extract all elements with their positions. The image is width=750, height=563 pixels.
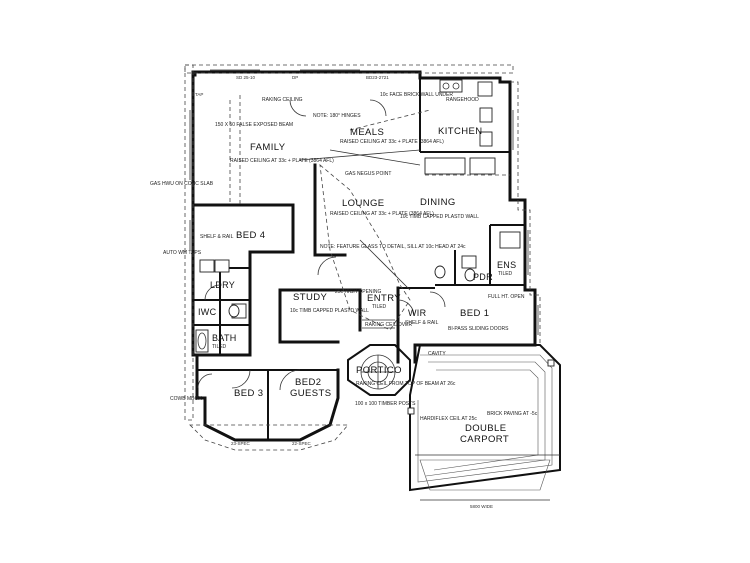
room-bed3: BED 3 — [234, 388, 263, 399]
note-rangehood: RANGEHOOD — [446, 97, 479, 103]
note-bd-top: BD23-2721 — [366, 75, 389, 80]
carport — [407, 344, 561, 501]
note-study-opening: 25c HIGH OPENING — [335, 289, 382, 295]
note-gas-hwu: GAS HWU ON CONC SLAB — [150, 181, 214, 187]
room-study: STUDY — [293, 292, 327, 303]
note-face-brick: 10c FACE BRICK WALL UNDER — [380, 92, 453, 98]
room-pdr: PDR — [473, 272, 493, 282]
room-meals: MEALS — [350, 127, 384, 138]
note-timb-capped: 10c TIMB CAPPED PLASTD WALL — [400, 214, 479, 220]
note-entry-tiled: TILED — [372, 304, 387, 310]
note-spec2: 22-SPEC — [292, 441, 312, 446]
note-bypass: BI-PASS SLIDING DOORS — [448, 326, 509, 332]
portico — [347, 344, 411, 396]
fixtures — [189, 69, 539, 391]
note-brick-paving: BRICK PAVING AT -5c — [487, 411, 538, 417]
room-iwc: IWC — [198, 307, 217, 317]
note-study-wall: 10c TIMB CAPPED PLASTD WALL — [290, 308, 369, 314]
note-wir-shelf: SHELF & RAIL — [405, 320, 439, 326]
room-bed4: BED 4 — [236, 230, 265, 241]
note-shelf-rail: SHELF & RAIL — [200, 234, 234, 240]
dashed-outlines — [184, 64, 541, 451]
note-carport-wide: 5800 WIDE — [470, 504, 493, 509]
room-ens: ENS — [497, 260, 516, 270]
room-bath: BATH — [212, 333, 237, 343]
room-wir: WIR — [408, 308, 427, 318]
note-ens-tiled: TILED — [498, 271, 513, 277]
room-dining: DINING — [420, 197, 456, 208]
room-lounge: LOUNGE — [342, 198, 385, 209]
note-spec1: 23-SPEC — [231, 441, 251, 446]
room-portico: PORTICO — [356, 365, 402, 376]
room-guests: GUESTS — [290, 388, 331, 399]
note-hinges: NOTE: 180° HINGES — [313, 113, 361, 119]
note-tap: TAP — [195, 92, 203, 97]
note-sd-top: SD 25-10 — [236, 75, 256, 80]
room-labels: FAMILY MEALS KITCHEN LOUNGE DINING BED 4… — [198, 126, 516, 445]
note-cavity: CAVITY — [428, 351, 446, 357]
room-bed1: BED 1 — [460, 308, 489, 319]
note-cowb: COWB MBOX — [170, 396, 202, 402]
room-entry: ENTRY — [367, 293, 401, 304]
note-timber-posts: 100 x 100 TIMBER POSTS — [355, 401, 416, 407]
note-gas-niche: GAS NEGUS POINT — [345, 171, 391, 177]
note-raking-over: RAKING CEIL OVER — [365, 322, 412, 328]
room-bed2: BED2 — [295, 377, 321, 388]
note-portico-ceil: RAKING CEIL FROM TOP OF BEAM AT 26c — [356, 381, 456, 387]
plan-notes: SD 25-10 DP BD23-2721 TAP RAKING CEILING… — [150, 75, 538, 509]
outer-walls — [191, 70, 537, 442]
room-ldry: LDRY — [210, 280, 235, 290]
note-full-ht: FULL HT. OPEN — [488, 294, 525, 300]
note-meals-ceiling: RAISED CEILING AT 33c + PLATE (3864 AFL) — [340, 139, 444, 145]
room-kitchen: KITCHEN — [438, 126, 483, 137]
room-carport: CARPORT — [460, 434, 509, 445]
note-family-ceiling: RAISED CEILING AT 33c + PLATE (3864 AFL) — [230, 158, 334, 164]
note-bath-tiled: TILED — [212, 344, 227, 350]
note-hardiflex: HARDIFLEX CEIL AT 25c — [420, 416, 477, 422]
note-auto-wm: AUTO WM TAPS — [163, 250, 202, 256]
room-double: DOUBLE — [465, 423, 506, 434]
note-dp-top: DP — [292, 75, 298, 80]
note-raking-ceiling: RAKING CEILING — [262, 97, 303, 103]
note-false-beam: 150 X 50 FALSE EXPOSED BEAM — [215, 122, 293, 128]
note-feature-glass: NOTE: FEATURE GLASS TO DETAIL, SILL AT 1… — [320, 244, 466, 250]
room-family: FAMILY — [250, 142, 286, 153]
note-lounge-ceiling: RAISED CEILING AT 33c + PLATE (3864 AFL) — [330, 211, 434, 217]
